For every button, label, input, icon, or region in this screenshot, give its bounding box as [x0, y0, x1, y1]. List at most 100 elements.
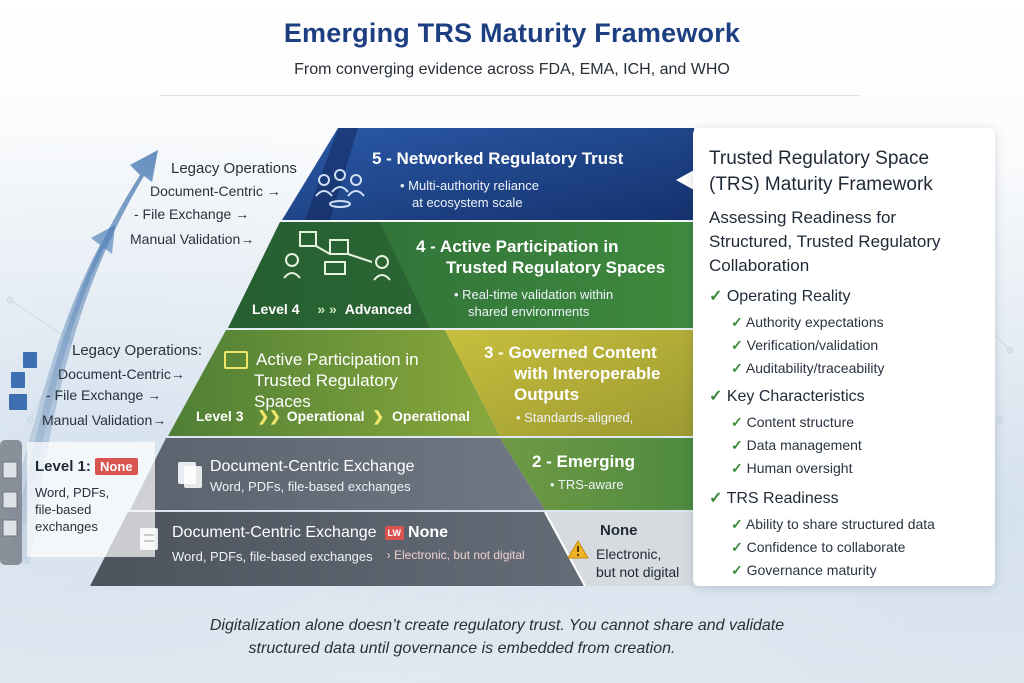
section-key-characteristics: ✓ Key Characteristics ✓ Content structur…	[709, 386, 865, 477]
legacy-top-item: Manual Validation→	[130, 231, 255, 247]
tier4-title: 4 - Active Participation in	[416, 237, 619, 256]
chevron-icon: ❯❯	[257, 408, 281, 424]
tier2-right-bullet: • TRS-aware	[550, 477, 624, 492]
section-title: TRS Readiness	[726, 490, 839, 507]
panel-subheading: Structured, Trusted Regulatory	[709, 232, 941, 251]
section-item: Auditability/traceability	[745, 360, 885, 376]
document-stack-icon	[9, 352, 37, 410]
section-item: Content structure	[746, 414, 855, 430]
tier3-level-value: Operational	[286, 408, 365, 424]
chevron-icon: ❯	[372, 408, 385, 424]
checkmark-icon: ✓	[709, 388, 723, 405]
tier1-right-sub: Electronic,	[596, 546, 662, 562]
tier5-bullet: • Multi-authority reliance	[400, 178, 539, 193]
tier4-level-label: Level 4	[252, 301, 300, 317]
panel-subheading: Assessing Readiness for	[709, 208, 897, 227]
tier2-right: 2 - Emerging • TRS-aware	[532, 451, 682, 493]
tier3-level-value: Operational	[392, 408, 470, 424]
level1-badge: None	[95, 458, 138, 475]
checkmark-icon: ✓	[731, 314, 743, 330]
people-network-icon	[315, 169, 365, 208]
level1-box: Level 1: None Word, PDFs, file-based exc…	[27, 442, 155, 557]
checkmark-icon: ✓	[709, 288, 723, 305]
checkmark-icon: ✓	[731, 460, 743, 476]
level1-label: Level 1:	[35, 458, 91, 475]
tier4-level-value: Advanced	[344, 301, 412, 317]
tier3-level-label: Level 3	[196, 408, 244, 424]
tier2-right-title: 2 - Emerging	[532, 452, 635, 471]
section-item: Confidence to collaborate	[746, 539, 906, 555]
double-chevron-icon: » »	[317, 301, 337, 317]
tier1-right-sub: but not digital	[596, 564, 680, 580]
tier3-right-title: Outputs	[514, 385, 580, 404]
section-item: Ability to share structured data	[745, 516, 935, 532]
checkmark-icon: ✓	[731, 562, 743, 578]
section-item: Human oversight	[746, 460, 853, 476]
legacy-top-item: Document-Centric →	[150, 183, 281, 199]
checkmark-icon: ✓	[731, 360, 743, 376]
section-item: Governance maturity	[746, 562, 877, 578]
tier1-right: None Electronic, but not digital	[596, 522, 691, 581]
tier4-level: Level 4 » » Advanced	[252, 301, 412, 317]
warning-icon	[567, 540, 589, 559]
tier3-right-title: 3 - Governed Content	[484, 343, 657, 362]
panel-heading: (TRS) Maturity Framework	[709, 174, 933, 195]
checkmark-icon: ✓	[731, 337, 743, 353]
tier4-bullet: shared environments	[468, 304, 590, 319]
tier4-bullet: • Real-time validation within	[454, 287, 614, 302]
tier3-right-title: with Interoperable	[514, 364, 661, 383]
section-trs-readiness: ✓ TRS Readiness ✓ Ability to share struc…	[709, 488, 935, 579]
file-stack-icon	[2, 461, 18, 537]
section-item: Authority expectations	[745, 314, 884, 330]
tier2-left-title: Document-Centric Exchange	[210, 458, 415, 475]
framework-panel: Trusted Regulatory Space (TRS) Maturity …	[693, 128, 995, 586]
tier1-badge-word: None	[408, 524, 449, 541]
chat-icon	[224, 350, 248, 369]
tier3-level: Level 3 ❯❯ Operational ❯ Operational	[196, 408, 470, 425]
section-title: Key Characteristics	[726, 388, 865, 405]
collaboration-icon	[283, 231, 391, 281]
checkmark-icon: ✓	[731, 539, 743, 555]
tier3-right: 3 - Governed Content with Interoperable …	[484, 342, 689, 426]
tier5-title: 5 - Networked Regulatory Trust	[372, 149, 624, 168]
tier3-right-bullet: • Standards-aligned,	[516, 410, 634, 425]
legacy-mid-item: Manual Validation→	[42, 412, 167, 428]
checkmark-icon: ✓	[731, 516, 743, 532]
page-subtitle: From converging evidence across FDA, EMA…	[294, 61, 730, 78]
tier3-left-title: Active Participation in	[256, 350, 419, 369]
tier1-left-sub-right: › Electronic, but not digital	[386, 548, 525, 562]
section-title: Operating Reality	[726, 288, 851, 305]
divider	[160, 95, 860, 96]
tier1-badge: LW	[384, 526, 405, 540]
checkmark-icon: ✓	[731, 437, 743, 453]
legacy-top-item: - File Exchange →	[134, 206, 250, 222]
section-item: Verification/validation	[746, 337, 879, 353]
tier1-left-sub: Word, PDFs, file-based exchanges	[172, 549, 373, 564]
panel-heading: Trusted Regulatory Space	[709, 148, 930, 169]
tier5-bullet: at ecosystem scale	[412, 195, 523, 210]
legacy-mid-title: Legacy Operations:	[72, 342, 203, 359]
level1-desc: Word, PDFs,	[35, 485, 110, 500]
legacy-mid-item: - File Exchange →	[46, 387, 162, 403]
section-operating-reality: ✓ Operating Reality ✓ Authority expectat…	[709, 286, 884, 377]
tier5: 5 - Networked Regulatory Trust • Multi-a…	[372, 148, 682, 211]
tier2-left-sub: Word, PDFs, file-based exchanges	[210, 479, 411, 494]
tier4: 4 - Active Participation in Trusted Regu…	[416, 236, 686, 320]
level1-desc: exchanges	[35, 519, 98, 534]
document-icon	[178, 462, 202, 488]
level1-desc: file-based	[35, 502, 92, 517]
footer-line: Digitalization alone doesn’t create regu…	[209, 617, 785, 634]
legacy-top-title: Legacy Operations	[171, 160, 297, 177]
checkmark-icon: ✓	[709, 490, 723, 507]
page-title: Emerging TRS Maturity Framework	[283, 18, 741, 48]
footer-quote: Digitalization alone doesn’t create regu…	[0, 614, 1024, 660]
tier2-left: Document-Centric Exchange Word, PDFs, fi…	[210, 458, 490, 495]
tier1-right-title: None	[600, 522, 638, 539]
tier1-left: Document-Centric Exchange LW None Word, …	[172, 524, 542, 565]
panel-subheading: Collaboration	[709, 256, 810, 275]
tier1-left-title: Document-Centric Exchange	[172, 524, 377, 541]
section-item: Data management	[746, 437, 862, 453]
legacy-mid-item: Document-Centric→	[58, 366, 185, 382]
footer-line: structured data until governance is embe…	[248, 640, 676, 657]
tier3-left: Active Participation in Trusted Regulato…	[224, 349, 454, 412]
